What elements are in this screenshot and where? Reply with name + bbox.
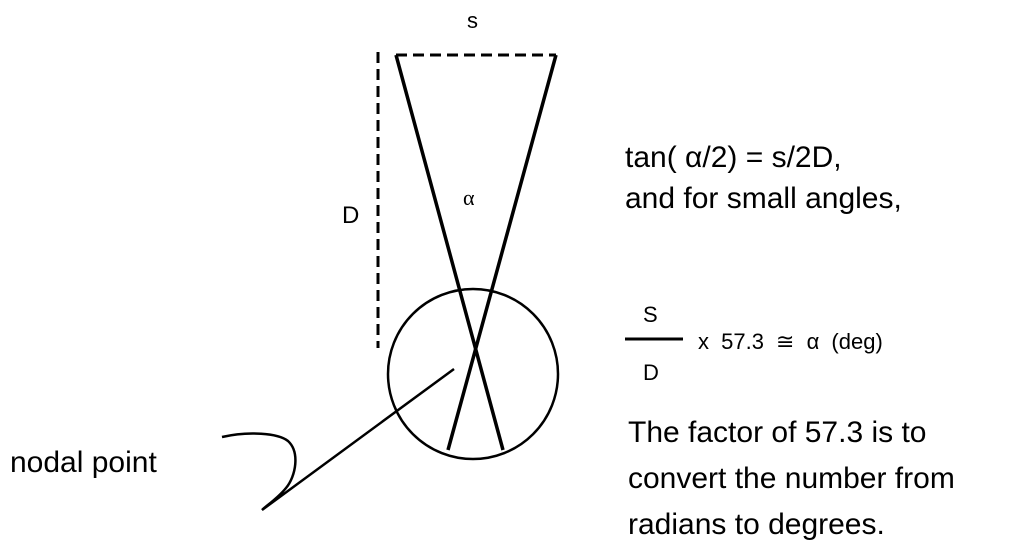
size-label: s bbox=[467, 8, 478, 33]
tangent-equation: tan( α/2) = s/2D, bbox=[625, 141, 842, 174]
distance-label: D bbox=[342, 202, 360, 229]
nodal-point-pointer bbox=[221, 367, 455, 512]
note-line-3: radians to degrees. bbox=[628, 508, 885, 541]
small-angle-text: and for small angles, bbox=[625, 182, 902, 215]
angle-label: α bbox=[463, 185, 475, 210]
ray-right bbox=[446, 54, 558, 451]
eye-circle bbox=[386, 287, 560, 461]
note-line-2: convert the number from bbox=[628, 462, 955, 495]
nodal-point-label: nodal point bbox=[10, 446, 157, 479]
note-line-1: The factor of 57.3 is to bbox=[628, 416, 927, 449]
fraction-numerator: S bbox=[643, 302, 658, 327]
ray-left bbox=[394, 54, 505, 451]
angle-formula: x 57.3 ≅ α (deg) bbox=[698, 329, 883, 354]
fraction-denominator: D bbox=[643, 360, 659, 385]
